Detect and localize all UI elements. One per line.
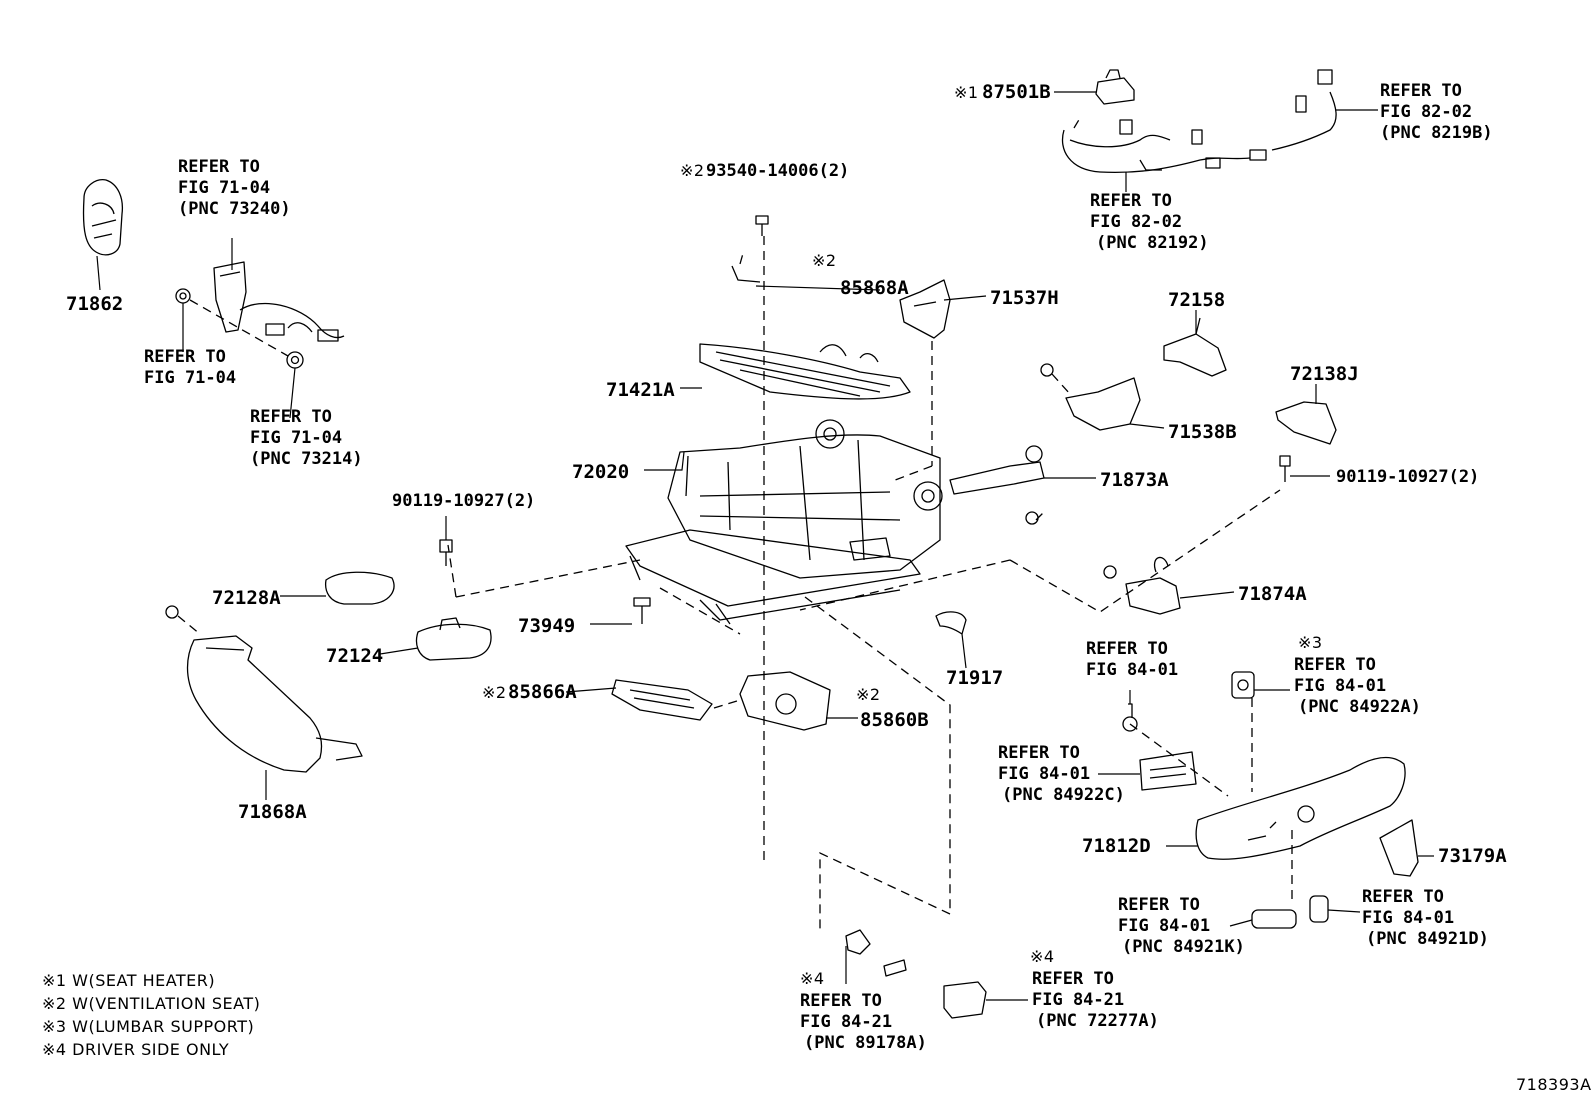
part-82192-harness <box>1062 119 1251 174</box>
label-90119-right: 90119-10927(2) <box>1336 467 1479 487</box>
part-89178A-sensor <box>845 929 907 977</box>
mark-2-93540: ※2 <box>680 161 705 180</box>
part-85860B-fan <box>739 671 831 731</box>
part-seat-rails <box>625 529 921 625</box>
note-4: ※4 DRIVER SIDE ONLY <box>42 1040 229 1059</box>
label-refer-71-04: REFER TO FIG 71-04 <box>144 347 236 388</box>
label-85860B: 85860B <box>860 709 929 731</box>
part-72124-trim <box>415 617 492 661</box>
label-71421A: 71421A <box>606 379 675 401</box>
label-71537H: 71537H <box>990 287 1059 309</box>
label-72124: 72124 <box>326 645 383 667</box>
label-73949: 73949 <box>518 615 575 637</box>
label-refer-84921D: REFER TO FIG 84-01 (PNC 84921D) <box>1362 887 1489 949</box>
label-refer-89178A: REFER TO FIG 84-21 (PNC 89178A) <box>800 991 927 1053</box>
diagram-id: 718393A <box>1516 1075 1592 1094</box>
label-72138J: 72138J <box>1290 363 1359 385</box>
label-73179A: 73179A <box>1438 845 1507 867</box>
label-72020: 72020 <box>572 461 629 483</box>
mark-3-84922A: ※3 <box>1298 633 1323 652</box>
part-72138J-bracket <box>1275 401 1337 445</box>
label-71873A: 71873A <box>1100 469 1169 491</box>
part-72277A-cover <box>943 981 987 1019</box>
part-71538B-bracket <box>1040 363 1141 431</box>
part-71812D-shield <box>1195 756 1406 860</box>
part-bolt-left-top <box>175 288 191 304</box>
label-refer-73214: REFER TO FIG 71-04 (PNC 73214) <box>250 407 363 469</box>
label-72128A: 72128A <box>212 587 281 609</box>
part-71868A-shield <box>165 605 363 773</box>
part-71537H-bracket <box>899 279 951 339</box>
note-3: ※3 W(LUMBAR SUPPORT) <box>42 1017 254 1036</box>
part-84922A-knob <box>1231 671 1255 699</box>
label-refer-84-01: REFER TO FIG 84-01 <box>1086 639 1178 680</box>
part-bolt-84-01 <box>1122 703 1138 732</box>
part-72020-seat-frame <box>667 419 943 579</box>
label-87501B: 87501B <box>982 81 1051 103</box>
part-72128A-trim <box>324 571 395 605</box>
part-nut-left <box>286 351 304 369</box>
part-73240-buckle <box>213 261 345 342</box>
leader-lines <box>96 91 1434 1001</box>
label-71917: 71917 <box>946 667 1003 689</box>
part-71873A-lever <box>949 445 1047 525</box>
part-85866A-vent <box>611 679 713 721</box>
label-71812D: 71812D <box>1082 835 1151 857</box>
label-refer-84922C: REFER TO FIG 84-01 (PNC 84922C) <box>998 743 1125 805</box>
mark-2-85866A: ※2 <box>482 683 507 702</box>
part-90119-bolt-right <box>1279 455 1291 482</box>
note-1: ※1 W(SEAT HEATER) <box>42 971 215 990</box>
label-71538B: 71538B <box>1168 421 1237 443</box>
label-refer-72277A: REFER TO FIG 84-21 (PNC 72277A) <box>1032 969 1159 1031</box>
label-85868A: 85868A <box>840 277 909 299</box>
label-93540: 93540-14006(2) <box>706 161 849 181</box>
dashed-buckle <box>189 299 289 357</box>
mark-4-89178A: ※4 <box>800 969 825 988</box>
assembly-dashed-lines <box>447 117 1293 934</box>
label-refer-73240: REFER TO FIG 71-04 (PNC 73240) <box>178 157 291 219</box>
label-85866A: 85866A <box>508 681 577 703</box>
part-71421A-spring <box>699 343 911 400</box>
part-90119-bolt-left <box>439 539 453 566</box>
label-71868A: 71868A <box>238 801 307 823</box>
part-71874A-bracket <box>1103 556 1181 615</box>
part-71917-clip <box>935 611 967 635</box>
mark-2-85860B: ※2 <box>856 685 881 704</box>
note-2: ※2 W(VENTILATION SEAT) <box>42 994 260 1013</box>
part-93540-screw <box>755 215 769 236</box>
label-refer-84921K: REFER TO FIG 84-01 (PNC 84921K) <box>1118 895 1245 957</box>
part-84922C-switch <box>1139 751 1197 791</box>
mark-1-87501B: ※1 <box>954 83 979 102</box>
label-71862: 71862 <box>66 293 123 315</box>
mark-2-85868A: ※2 <box>812 251 837 270</box>
part-85868A-clip <box>731 249 761 283</box>
part-8219B-harness <box>1249 69 1337 161</box>
label-refer-8219B: REFER TO FIG 82-02 (PNC 8219B) <box>1380 81 1493 143</box>
part-73179A-trim <box>1379 819 1419 877</box>
mark-4-72277A: ※4 <box>1030 947 1055 966</box>
part-71862-cover <box>82 179 124 256</box>
label-90119-left: 90119-10927(2) <box>392 491 535 511</box>
label-71874A: 71874A <box>1238 583 1307 605</box>
part-87501B-switch <box>1095 69 1135 105</box>
part-84921D-knob <box>1309 895 1329 923</box>
part-73949-screw <box>633 597 651 624</box>
part-84921K-knob <box>1251 909 1297 929</box>
label-refer-84922A: REFER TO FIG 84-01 (PNC 84922A) <box>1294 655 1421 717</box>
callout-labels: 71862 REFER TO FIG 71-04 (PNC 73240) REF… <box>66 81 1507 1053</box>
part-72158-bracket <box>1163 317 1227 377</box>
notes-legend: ※1 W(SEAT HEATER) ※2 W(VENTILATION SEAT)… <box>42 971 260 1059</box>
label-72158: 72158 <box>1168 289 1225 311</box>
label-refer-82192: REFER TO FIG 82-02 (PNC 82192) <box>1090 191 1209 253</box>
